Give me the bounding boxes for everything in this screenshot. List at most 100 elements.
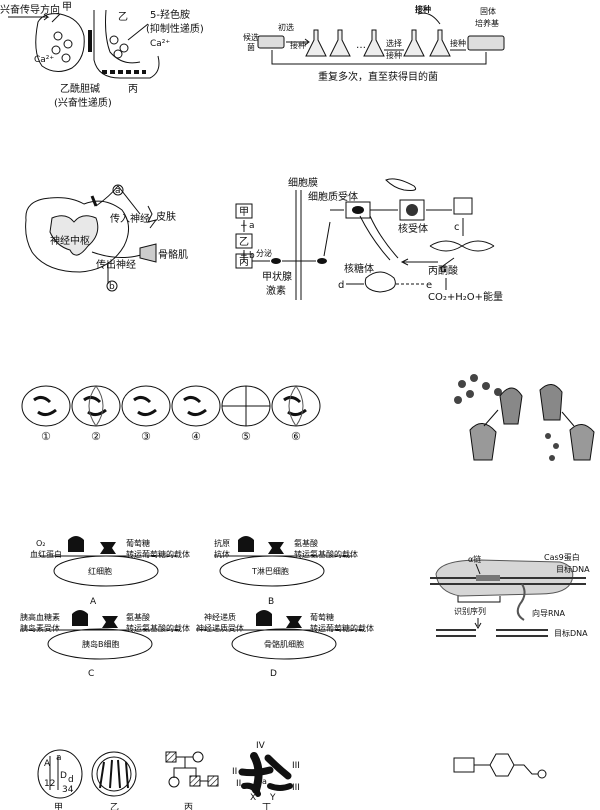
- ring-structure: [474, 753, 515, 777]
- caption-bing: 丙: [184, 802, 193, 810]
- option-b: B: [268, 597, 274, 607]
- label-c: c: [454, 222, 460, 233]
- solid-medium-1: 固体: [480, 6, 496, 16]
- point-a: a: [115, 186, 121, 196]
- cell-label-a: 红细胞: [88, 566, 112, 576]
- stage-label: ②: [91, 430, 101, 443]
- hormone-molecule-inside: [317, 258, 327, 264]
- amino-acid-label: 氨基酸: [294, 538, 318, 548]
- cells-figure: A a 12 D d 34 甲 乙 丙 IV II: [37, 741, 300, 810]
- cyto-receptor-label: 细胞质受体: [308, 190, 358, 203]
- label-e: e: [426, 280, 432, 291]
- carrier-label: 转运葡萄糖的载体: [310, 623, 374, 633]
- efferent-label: 传出神经: [96, 258, 136, 271]
- target-dna-label-1: 目标DNA: [556, 564, 590, 574]
- initial-label: 初选: [278, 22, 294, 32]
- flask: [363, 29, 385, 57]
- vesicle: [53, 31, 63, 41]
- serotonin-note: (抑制性递质): [146, 22, 204, 35]
- ca-left-label: Ca²⁺: [34, 55, 54, 65]
- mitosis-cell: [71, 385, 121, 427]
- carrier-label: 转运氨基酸的载体: [294, 549, 358, 559]
- chain: [514, 764, 538, 775]
- label-yi: 乙: [239, 236, 249, 248]
- skeletal-muscle: [139, 243, 157, 263]
- spinal-cord-section: [25, 197, 129, 273]
- serotonin-pointer: [127, 23, 149, 41]
- screening-figure: 候选 菌 初选 接种 … 选择 接种 接种 接种 固体 培养基 重复多次，直至获…: [243, 4, 505, 83]
- cell-label-b: T淋巴细胞: [251, 566, 289, 576]
- center-label: 神经中枢: [50, 234, 90, 247]
- spindle-fibers: [288, 385, 304, 427]
- mitochondrion: [364, 271, 396, 293]
- vesicle: [119, 43, 129, 53]
- yi-terminal: [105, 9, 141, 64]
- pedigree: 丙: [165, 751, 219, 810]
- inoculate-top-arrow: [417, 12, 441, 25]
- skin-label: 皮肤: [156, 210, 176, 223]
- hormone-figure: 细胞膜 甲 + a 乙 + b 丙 分泌 甲状腺 激素 细胞质受体 核受体 c: [235, 176, 503, 303]
- allele-D: D: [60, 771, 67, 781]
- flask: [403, 29, 425, 57]
- chromosome-y: [267, 783, 293, 791]
- guide-rna-strand: [516, 583, 526, 621]
- cell-membrane: [295, 190, 302, 300]
- alpha-label: α链: [468, 554, 481, 564]
- repeat-loop: [271, 50, 487, 65]
- stage-label: ④: [191, 430, 201, 443]
- ca-right-label: Ca²⁺: [150, 39, 170, 49]
- protein-right: [100, 542, 116, 554]
- inoculate-label-3: 接种: [450, 38, 466, 48]
- glucagon-label: 胰高血糖素: [20, 612, 60, 622]
- panel-b: 抗原 抗体 氨基酸 转运氨基酸的载体 T淋巴细胞 B: [214, 536, 358, 607]
- label-bing: 丙: [128, 84, 138, 95]
- affected-male: [189, 775, 201, 787]
- female: [192, 751, 204, 763]
- allele-d: d: [68, 775, 74, 785]
- initial-dish: [257, 35, 285, 49]
- terminal-atom: [537, 769, 547, 779]
- cell-yi: [91, 751, 137, 797]
- presynaptic-terminal: [35, 13, 85, 72]
- inoculate-label-2: 接种: [386, 50, 402, 60]
- chromosome-iii: [264, 754, 292, 780]
- membrane-label: 细胞膜: [288, 176, 318, 189]
- ach-note: (兴奋性递质): [54, 96, 112, 109]
- skin-receptor: [147, 205, 158, 229]
- box-jia: [235, 203, 253, 219]
- allele-a: a: [56, 753, 62, 763]
- structure-figure: [453, 753, 547, 779]
- vesicle: [113, 49, 123, 59]
- point-a-marker: [112, 184, 124, 196]
- cell-jia: [37, 749, 83, 799]
- channel-protein: [569, 424, 595, 461]
- pyruvate-label: 丙酮酸: [428, 264, 458, 277]
- channel-protein: [469, 423, 497, 461]
- option-a: A: [90, 597, 97, 607]
- spindle-fibers: [88, 385, 104, 427]
- antigen-label: 抗原: [214, 538, 230, 548]
- antibody-label: 抗体: [214, 549, 230, 559]
- nuclear-complex: [399, 199, 425, 221]
- affected-male: [207, 775, 219, 787]
- flask: [305, 29, 327, 57]
- reflex-figure: 神经中枢 a 传入神经 皮肤 b 传出神经 骨骼肌: [25, 184, 188, 292]
- flask: [429, 29, 451, 57]
- cell-membrane-b: [219, 555, 325, 587]
- chromosome-ii: [238, 766, 274, 777]
- cell-label-d: 骨骼肌细胞: [264, 639, 304, 649]
- nuclear-receptor-label: 核受体: [398, 222, 428, 235]
- hormone-molecule: [271, 258, 281, 264]
- group-box: [453, 757, 475, 773]
- label-Y: Y: [269, 793, 276, 803]
- cell-membrane-d: [231, 628, 337, 660]
- arrow-a: a: [249, 221, 255, 231]
- mitosis-cell: [171, 385, 221, 427]
- recognition-label: 识别序列: [454, 606, 486, 616]
- muscle-label: 骨骼肌: [158, 248, 188, 261]
- glucose-label: 葡萄糖: [310, 612, 334, 622]
- point-b-marker: [106, 280, 118, 292]
- candidate-label-1: 候选: [243, 32, 259, 42]
- label-II: II: [232, 767, 237, 777]
